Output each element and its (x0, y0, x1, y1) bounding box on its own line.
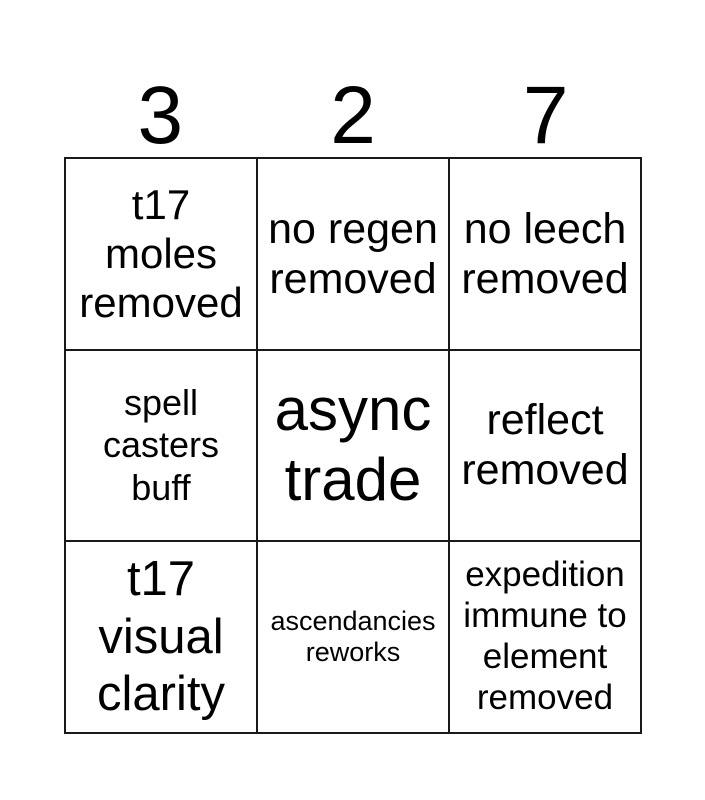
bingo-cell-r2c3[interactable]: reflect removed (450, 350, 640, 541)
column-header-1: 3 (137, 70, 184, 161)
bingo-cell-r1c3[interactable]: no leech removed (450, 159, 640, 349)
bingo-card: 3 2 7 t17 moles removed no regen removed… (64, 0, 642, 734)
bingo-cell-r2c2[interactable]: async trade (258, 350, 448, 541)
column-headers: 3 2 7 (64, 0, 642, 157)
bingo-cell-r2c1[interactable]: spell casters buff (66, 350, 256, 541)
bingo-cell-r3c1[interactable]: t17 visual clarity (66, 542, 256, 732)
bingo-cell-r3c3[interactable]: expedition immune to element removed (450, 542, 640, 732)
bingo-grid: t17 moles removed no regen removed no le… (64, 157, 642, 734)
bingo-cell-r3c2[interactable]: ascendancies reworks (258, 542, 448, 732)
column-header-2: 2 (330, 70, 376, 161)
bingo-cell-r1c2[interactable]: no regen removed (258, 159, 448, 349)
bingo-cell-r1c1[interactable]: t17 moles removed (66, 159, 256, 349)
column-header-3: 7 (522, 70, 569, 161)
